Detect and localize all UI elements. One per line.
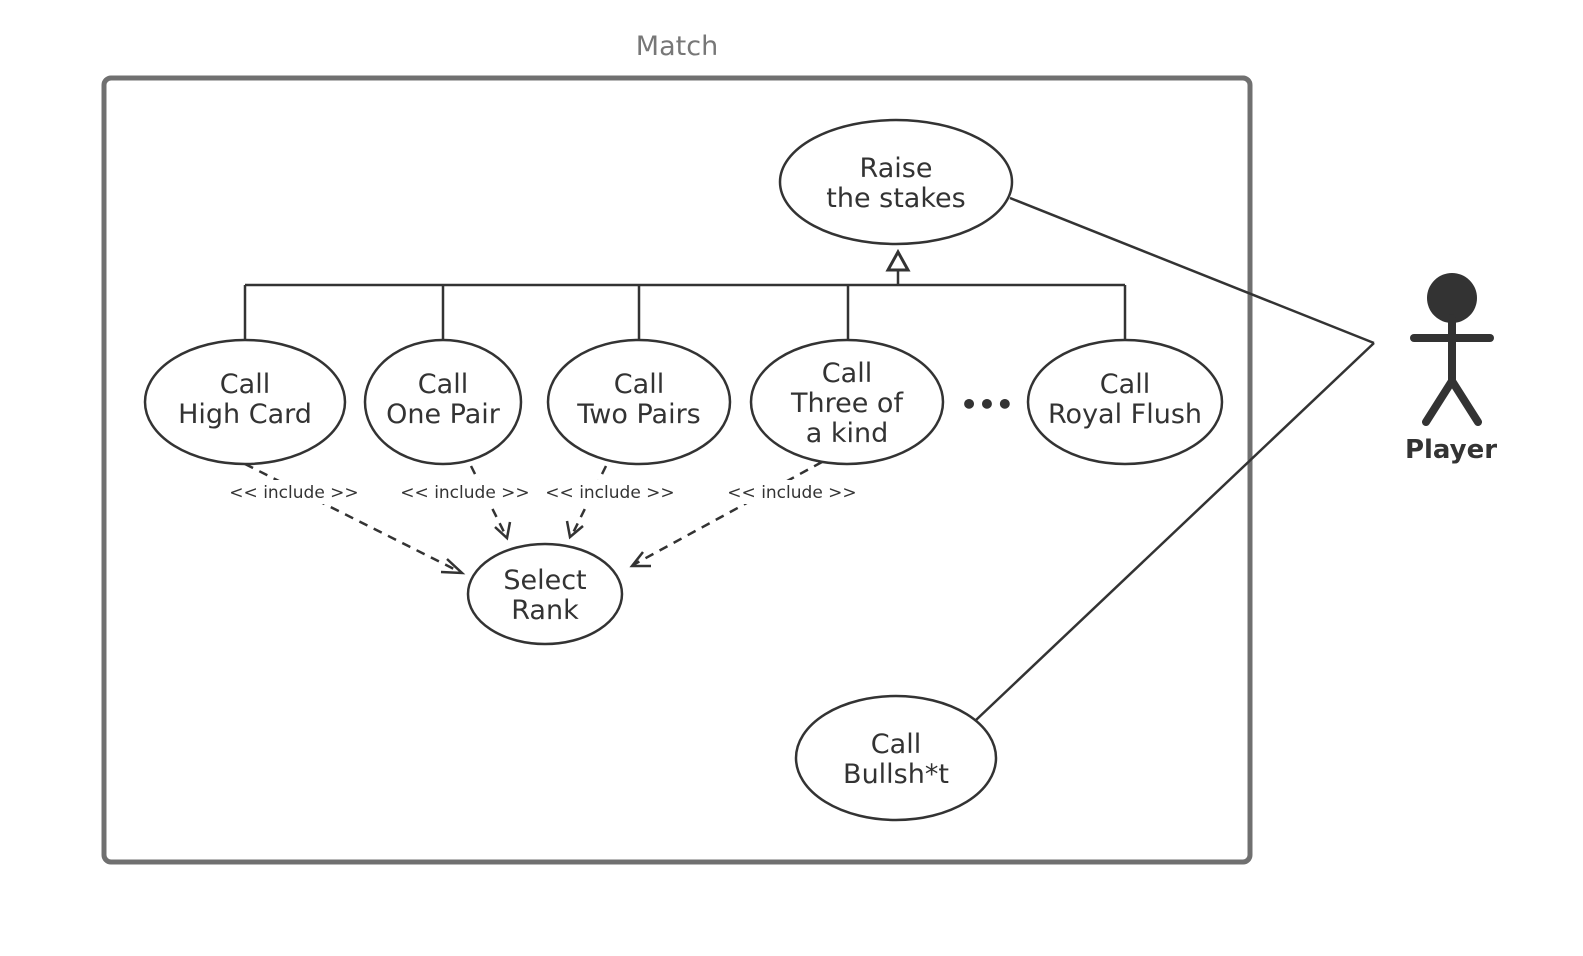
- use-case-select-rank[interactable]: Select Rank: [466, 542, 624, 646]
- svg-text:Call: Call: [871, 729, 921, 760]
- svg-text:Royal Flush: Royal Flush: [1048, 399, 1202, 430]
- use-case-call-two-pairs[interactable]: Call Two Pairs: [546, 338, 732, 466]
- use-case-call-bullshit[interactable]: Call Bullsh*t: [794, 694, 998, 822]
- use-case-call-royal-flush[interactable]: Call Royal Flush: [1026, 338, 1224, 466]
- system-title: Match: [636, 31, 718, 62]
- association-bullshit: [975, 342, 1375, 721]
- svg-text:Call: Call: [418, 369, 468, 400]
- use-case-call-three-of-a-kind[interactable]: Call Three of a kind: [749, 338, 945, 466]
- system-boundary: [101, 75, 1253, 865]
- include-label-two-pairs: << include >>: [545, 483, 674, 503]
- include-labels: << include >> << include >> << include >…: [229, 480, 857, 504]
- svg-text:Three of: Three of: [790, 388, 904, 419]
- use-case-raise-the-stakes[interactable]: Raise the stakes: [778, 118, 1014, 246]
- svg-text:One Pair: One Pair: [386, 399, 501, 430]
- use-case-call-one-pair[interactable]: Call One Pair: [363, 338, 523, 466]
- include-label-three-kind: << include >>: [727, 483, 856, 503]
- generalization-tree: [243, 248, 1127, 341]
- svg-text:Call: Call: [220, 369, 270, 400]
- svg-text:Raise: Raise: [860, 153, 933, 184]
- include-label-high-card: << include >>: [229, 483, 358, 503]
- svg-text:a kind: a kind: [806, 418, 889, 449]
- svg-text:Call: Call: [822, 358, 872, 389]
- svg-text:the stakes: the stakes: [826, 183, 965, 214]
- svg-text:Bullsh*t: Bullsh*t: [843, 759, 949, 790]
- include-label-one-pair: << include >>: [400, 483, 529, 503]
- association-raise: [1009, 196, 1375, 345]
- actor-player[interactable]: Player: [1405, 273, 1497, 465]
- actor-head-icon: [1427, 273, 1477, 323]
- svg-text:Call: Call: [614, 369, 664, 400]
- use-case-call-high-card[interactable]: Call High Card: [143, 338, 347, 466]
- svg-text:Select: Select: [503, 565, 586, 596]
- actor-stick-figure-icon: [1410, 314, 1494, 426]
- svg-text:Call: Call: [1100, 369, 1150, 400]
- actor-label: Player: [1405, 435, 1497, 465]
- svg-text:Two Pairs: Two Pairs: [576, 399, 701, 430]
- more-use-cases-ellipsis: •••: [960, 388, 1014, 421]
- generalization-arrowhead: [885, 248, 911, 272]
- svg-text:High Card: High Card: [178, 399, 312, 430]
- svg-text:Rank: Rank: [511, 595, 579, 626]
